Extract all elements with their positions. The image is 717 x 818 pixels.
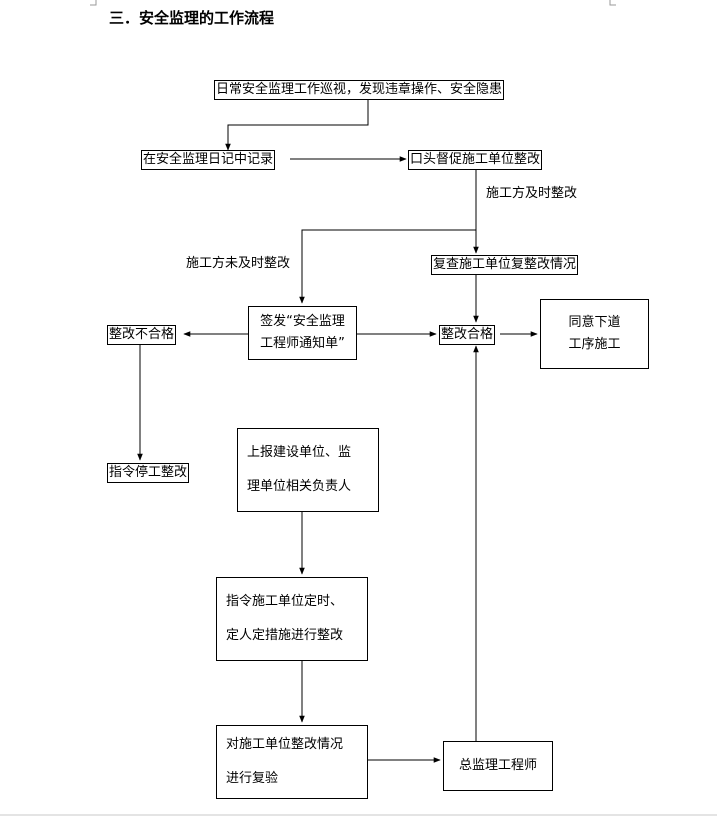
next-process-line2: 工序施工 <box>568 337 621 352</box>
node-recheck-rectification: 复查施工单位复整改情况 <box>431 255 579 275</box>
arrow-patrol-to-diary <box>225 100 369 151</box>
node-order-rectification: 指令施工单位定时、 定人定措施进行整改 <box>216 577 368 661</box>
chief-label: 总监理工程师 <box>458 758 537 773</box>
node-verbal-supervision: 口头督促施工单位整改 <box>408 150 543 170</box>
node-chief-supervisor: 总监理工程师 <box>443 741 553 791</box>
node-issue-notice: 签发“安全监理 工程师通知单” <box>248 306 357 360</box>
report-line1: 上报建设单位、监 <box>247 445 352 460</box>
node-safety-diary: 在安全监理日记中记录 <box>141 150 276 170</box>
node-rectify-failed: 整改不合格 <box>107 325 177 345</box>
arrow-to-sign <box>299 229 476 304</box>
issue-notice-line2: 工程师通知单” <box>260 336 345 351</box>
recheck-line1: 对施工单位整改情况 <box>226 737 344 752</box>
section-heading: 三．安全监理的工作流程 <box>109 9 275 27</box>
label-timely-rectify: 施工方及时整改 <box>486 186 578 201</box>
node-report-to-owner: 上报建设单位、监 理单位相关负责人 <box>237 428 379 512</box>
label-not-timely-rectify: 施工方未及时整改 <box>186 256 291 271</box>
node-stop-work-order: 指令停工整改 <box>107 463 190 483</box>
node-rectify-passed: 整改合格 <box>439 325 496 345</box>
node-recheck-inspection: 对施工单位整改情况 进行复验 <box>216 725 368 799</box>
order-line2: 定人定措施进行整改 <box>226 628 344 643</box>
node-next-process: 同意下道 工序施工 <box>540 299 649 369</box>
next-process-line1: 同意下道 <box>568 315 621 330</box>
issue-notice-line1: 签发“安全监理 <box>260 314 345 329</box>
report-line2: 理单位相关负责人 <box>247 479 352 494</box>
order-line1: 指令施工单位定时、 <box>226 594 344 609</box>
recheck-line2: 进行复验 <box>226 771 279 786</box>
node-daily-patrol: 日常安全监理工作巡视，发现违章操作、安全隐患 <box>214 80 505 100</box>
